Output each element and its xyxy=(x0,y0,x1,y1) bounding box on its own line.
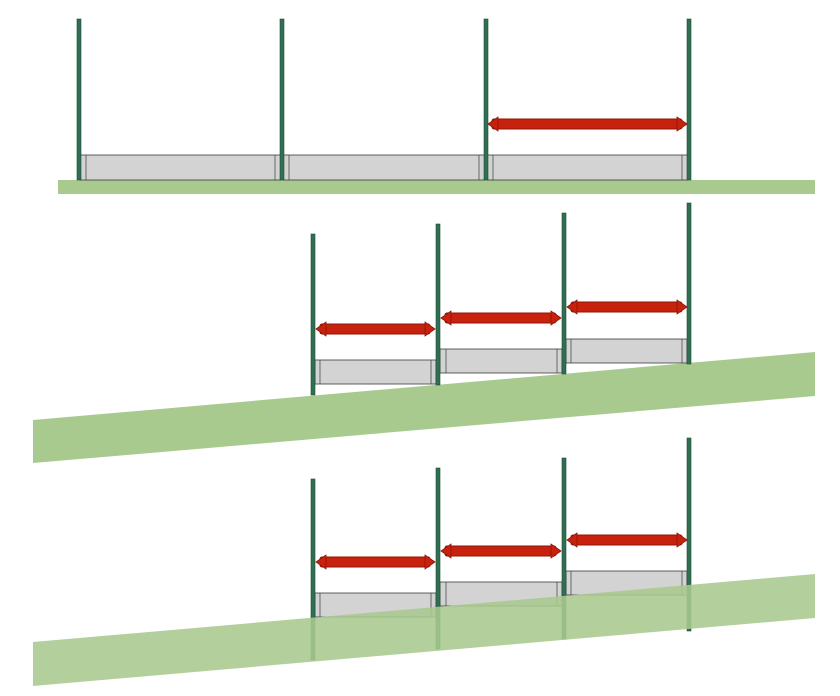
ground-slope-embedded xyxy=(33,574,815,686)
spacing-arrow xyxy=(566,532,688,548)
panel-sloped-ground xyxy=(33,202,815,463)
spacing-arrow xyxy=(440,310,562,326)
ground-flat xyxy=(58,180,815,194)
fence-post xyxy=(686,18,692,181)
fence-post xyxy=(483,18,489,181)
gravel-board-2 xyxy=(439,348,563,374)
gravel-board-1 xyxy=(314,359,437,385)
ground-slope xyxy=(33,352,815,463)
gravel-board-2 xyxy=(282,154,486,181)
spacing-arrow xyxy=(440,543,562,559)
spacing-arrow xyxy=(315,321,436,337)
gravel-board-1 xyxy=(79,154,282,181)
spacing-arrow xyxy=(315,554,436,570)
gravel-board-3 xyxy=(565,338,688,364)
fence-post xyxy=(279,18,285,181)
panel-flat-ground xyxy=(58,18,815,194)
panel-sloped-ground-embedded xyxy=(33,437,815,686)
fence-post xyxy=(435,223,441,386)
fence-post xyxy=(76,18,82,181)
fence-post xyxy=(310,233,316,396)
spacing-arrow xyxy=(487,116,688,132)
gravel-board-3 xyxy=(486,154,689,181)
fence-post xyxy=(561,212,567,375)
spacing-arrow xyxy=(566,299,688,315)
fence-post xyxy=(686,437,692,632)
fence-post xyxy=(686,202,692,365)
